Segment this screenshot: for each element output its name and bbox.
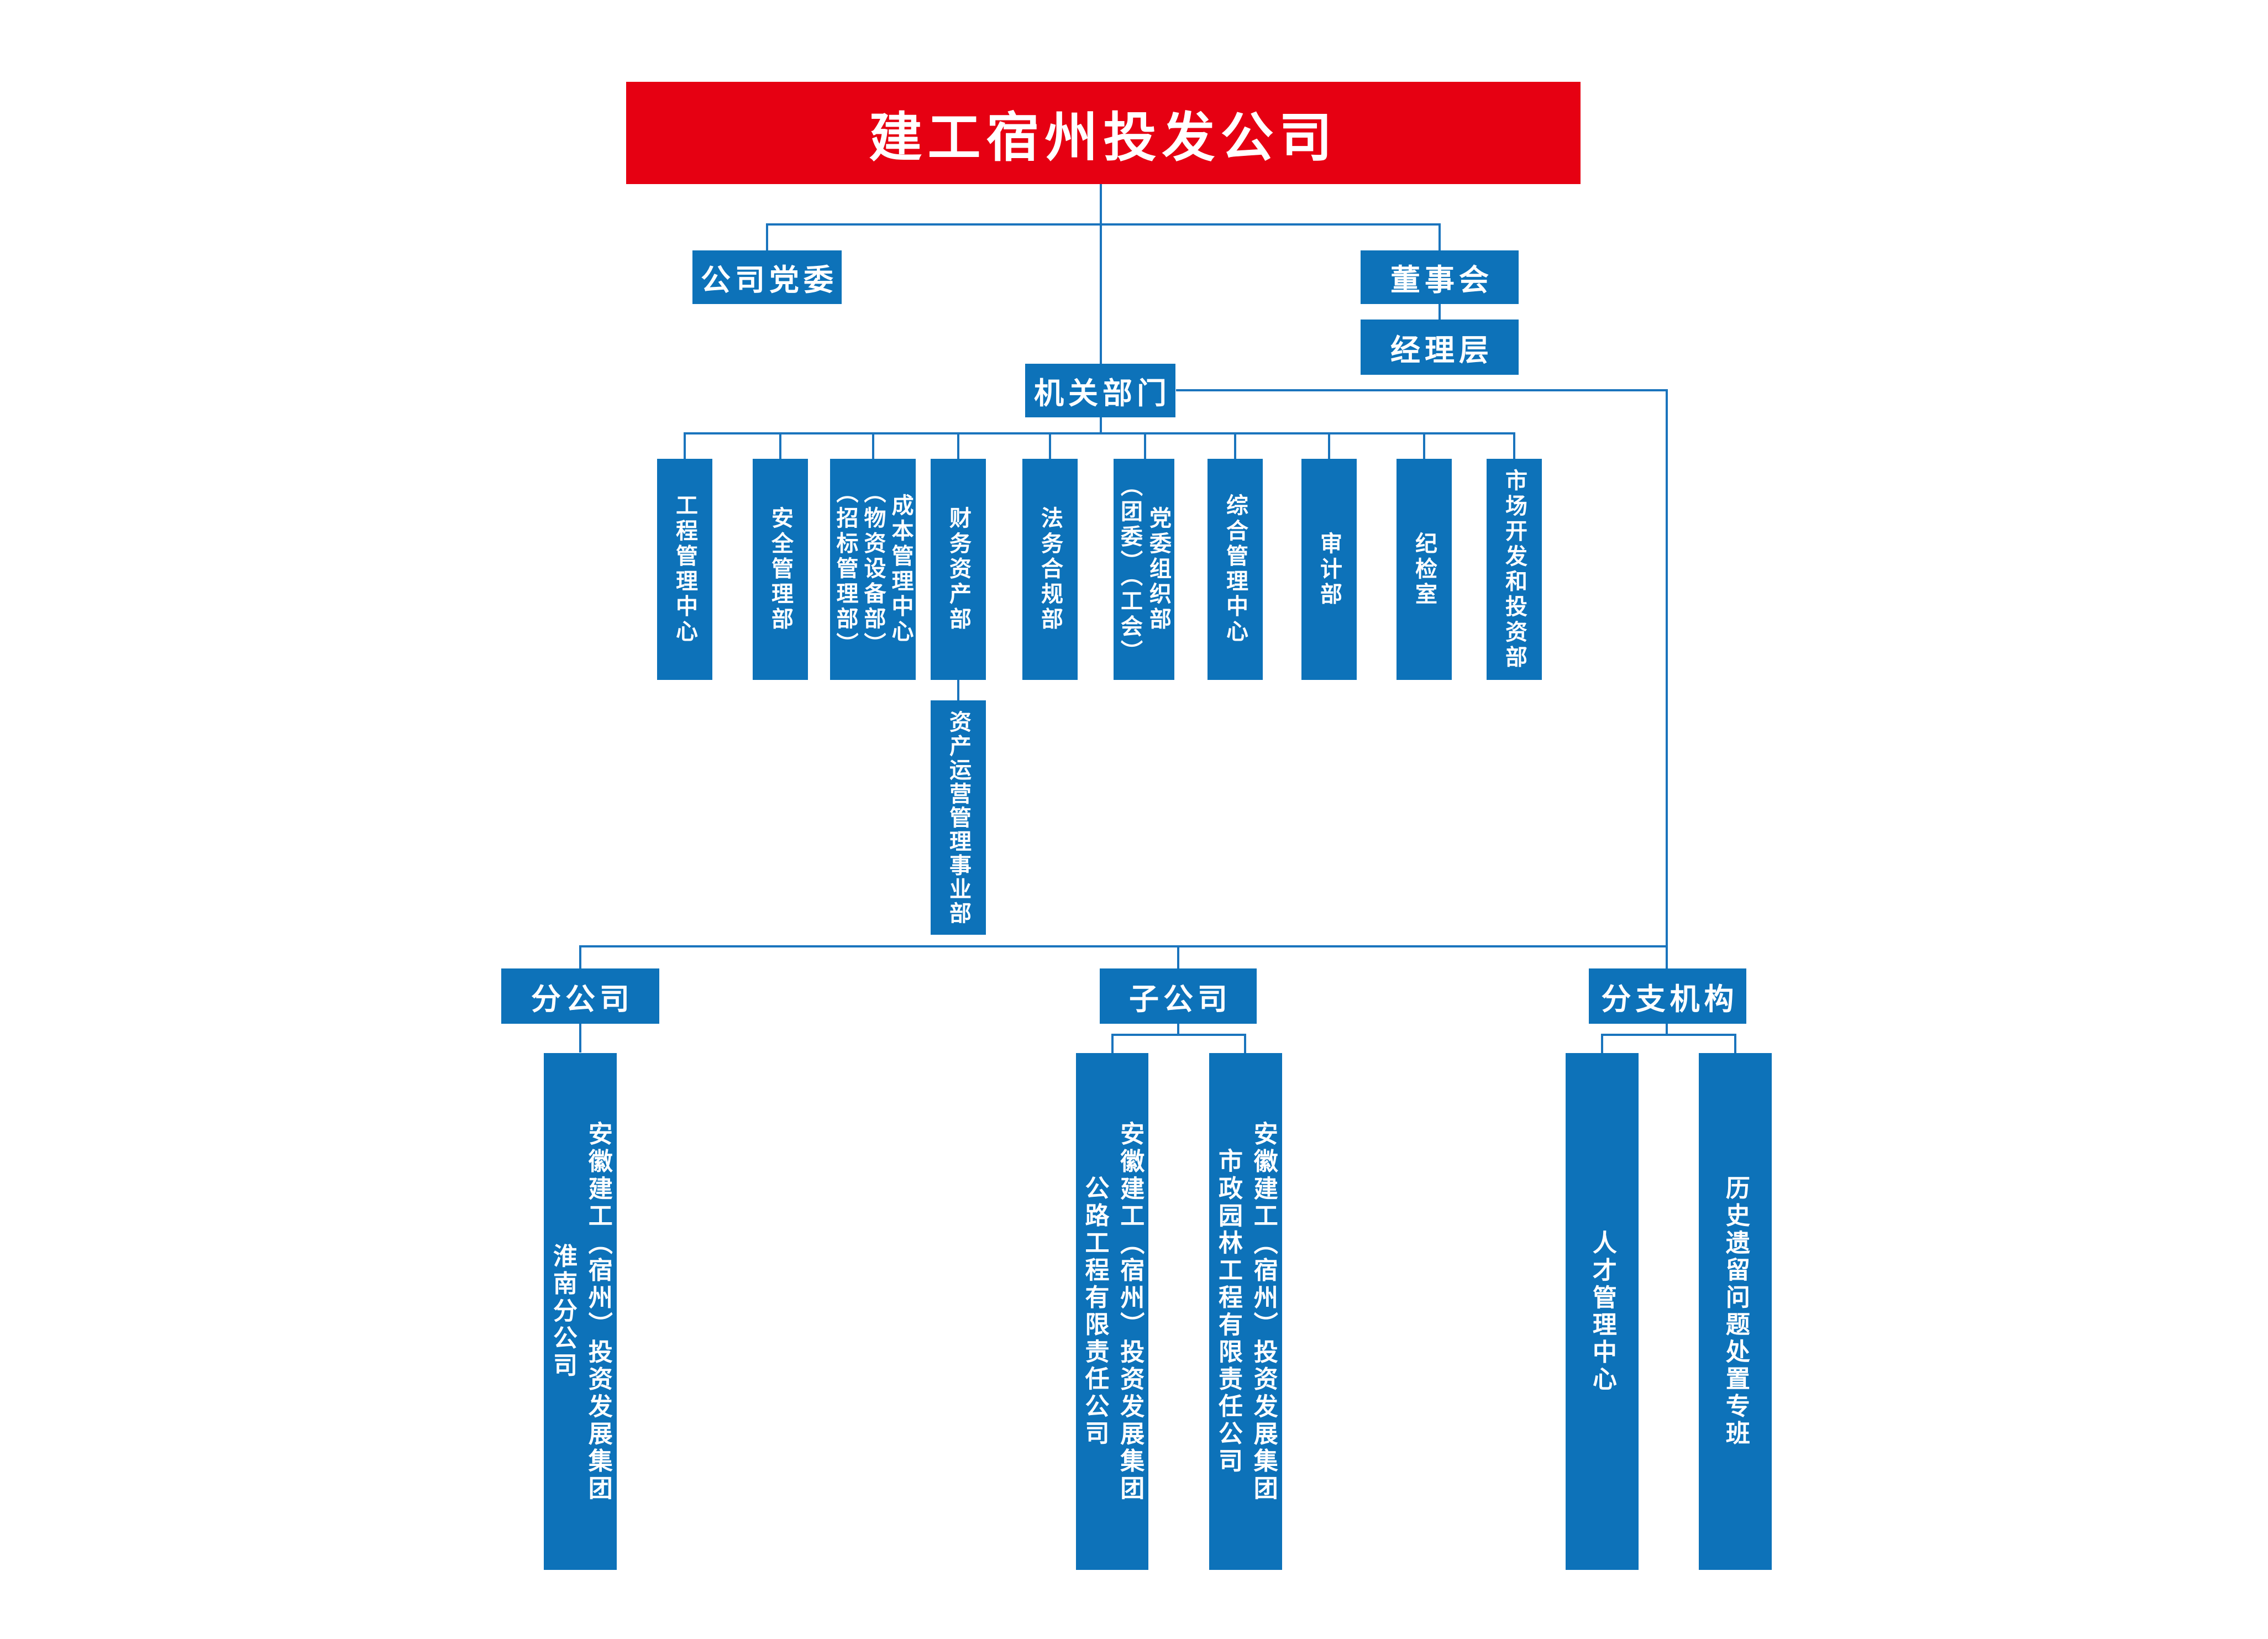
node-dept-safety-management: 安全管理部 <box>753 459 808 680</box>
connector-departments-distribution <box>684 432 1515 434</box>
subsidiaries-label: 子公司 <box>1129 982 1232 1016</box>
dept-label: 市场开发和投资部 <box>1502 468 1526 671</box>
connector-branchco-stub <box>579 945 581 968</box>
company-highway-label: 安徽建工（宿州）投资发展集团 公路工程有限责任公司 <box>1081 1120 1144 1502</box>
talent-center-label: 人才管理中心 <box>1588 1229 1616 1394</box>
connector-right-vertical <box>1666 389 1668 968</box>
connector-dept-stub-3 <box>872 432 874 459</box>
node-branch-institutions: 分支机构 <box>1589 968 1746 1024</box>
connector-dept-stub-9 <box>1423 432 1425 459</box>
connector-talent-stub <box>1601 1034 1603 1053</box>
dept-label: 安全管理部 <box>768 506 792 632</box>
node-subsidiaries: 子公司 <box>1100 968 1257 1024</box>
node-dept-audit: 审计部 <box>1301 459 1357 680</box>
node-organ-departments: 机关部门 <box>1025 364 1175 417</box>
dept-label: 法务合规部 <box>1038 506 1062 632</box>
node-dept-legal-compliance: 法务合规部 <box>1022 459 1078 680</box>
dept-label: 党委组织部 （团委）（工会） <box>1117 474 1170 665</box>
connector-dept-stub-4 <box>957 432 959 459</box>
board-of-directors-label: 董事会 <box>1390 264 1493 297</box>
node-dept-finance-assets: 财务资产部 <box>931 459 986 680</box>
root-company-label: 建工宿州投发公司 <box>869 108 1338 167</box>
dept-label: 纪检室 <box>1412 531 1436 608</box>
connector-dept-stub-6 <box>1144 432 1146 459</box>
connector-highway-stub <box>1111 1034 1114 1053</box>
connector-municipal-stub <box>1244 1034 1246 1053</box>
connector-dept-stub-5 <box>1049 432 1051 459</box>
branch-institutions-label: 分支机构 <box>1601 982 1739 1016</box>
asset-operation-label: 资产运营管理事业部 <box>946 710 970 925</box>
node-dept-cost-management-center: 成本管理中心 （物资设备部） （招标管理部） <box>830 459 916 680</box>
node-board-of-directors: 董事会 <box>1361 250 1519 304</box>
node-company-huainan-branch: 安徽建工（宿州）投资发展集团 淮南分公司 <box>544 1053 617 1570</box>
connector-organ-stub <box>1100 417 1102 433</box>
management-layer-label: 经理层 <box>1390 333 1493 367</box>
dept-label: 综合管理中心 <box>1223 494 1247 645</box>
node-branch-company: 分公司 <box>501 968 659 1024</box>
connector-top-horizontal <box>766 223 1441 226</box>
node-company-highway-engineering: 安徽建工（宿州）投资发展集团 公路工程有限责任公司 <box>1076 1053 1148 1570</box>
connector-dept-stub-10 <box>1513 432 1515 459</box>
connector-finance-asset <box>957 680 959 700</box>
connector-subsidiary-split <box>1111 1034 1246 1036</box>
branch-company-label: 分公司 <box>531 982 634 1016</box>
node-asset-operation-management-division: 资产运营管理事业部 <box>931 700 986 935</box>
connector-branchco-down <box>579 1024 581 1052</box>
company-huainan-label: 安徽建工（宿州）投资发展集团 淮南分公司 <box>549 1120 612 1502</box>
node-management-layer: 经理层 <box>1361 320 1519 375</box>
node-dept-party-organization: 党委组织部 （团委）（工会） <box>1114 459 1174 680</box>
dept-label: 财务资产部 <box>946 506 970 632</box>
legacy-taskforce-label: 历史遗留问题处置专班 <box>1721 1175 1749 1448</box>
connector-branchorg-split <box>1601 1034 1736 1036</box>
connector-dept-stub-7 <box>1234 432 1236 459</box>
connector-subsidiary-down <box>1177 1024 1179 1035</box>
root-company-node: 建工宿州投发公司 <box>626 82 1581 184</box>
connector-party-stub <box>766 223 768 250</box>
dept-label: 审计部 <box>1317 531 1341 608</box>
company-municipal-label: 安徽建工（宿州）投资发展集团 市政园林工程有限责任公司 <box>1215 1120 1277 1502</box>
connector-dept-stub-1 <box>684 432 686 459</box>
node-company-municipal-garden: 安徽建工（宿州）投资发展集团 市政园林工程有限责任公司 <box>1209 1053 1282 1570</box>
node-dept-general-management-center: 综合管理中心 <box>1208 459 1263 680</box>
node-company-party-committee: 公司党委 <box>692 250 842 304</box>
connector-dept-stub-8 <box>1328 432 1330 459</box>
connector-branchorg-down <box>1666 1024 1668 1035</box>
connector-dept-stub-2 <box>779 432 781 459</box>
connector-legacy-stub <box>1734 1034 1736 1053</box>
node-dept-engineering-management-center: 工程管理中心 <box>657 459 712 680</box>
node-legacy-issues-task-force: 历史遗留问题处置专班 <box>1699 1053 1772 1570</box>
node-talent-management-center: 人才管理中心 <box>1566 1053 1639 1570</box>
connector-board-managers <box>1439 304 1441 320</box>
connector-subsidiary-stub <box>1177 945 1179 968</box>
connector-root-to-organ <box>1100 184 1102 364</box>
company-party-committee-label: 公司党委 <box>701 264 838 297</box>
organ-departments-label: 机关部门 <box>1034 377 1171 410</box>
connector-board-stub <box>1439 223 1441 250</box>
dept-label: 工程管理中心 <box>673 494 697 645</box>
connector-lower-distribution <box>579 945 1668 947</box>
connector-organ-right <box>1176 389 1668 391</box>
node-dept-market-development-investment: 市场开发和投资部 <box>1487 459 1542 680</box>
dept-label: 成本管理中心 （物资设备部） （招标管理部） <box>833 481 913 658</box>
node-dept-discipline-inspection: 纪检室 <box>1397 459 1452 680</box>
